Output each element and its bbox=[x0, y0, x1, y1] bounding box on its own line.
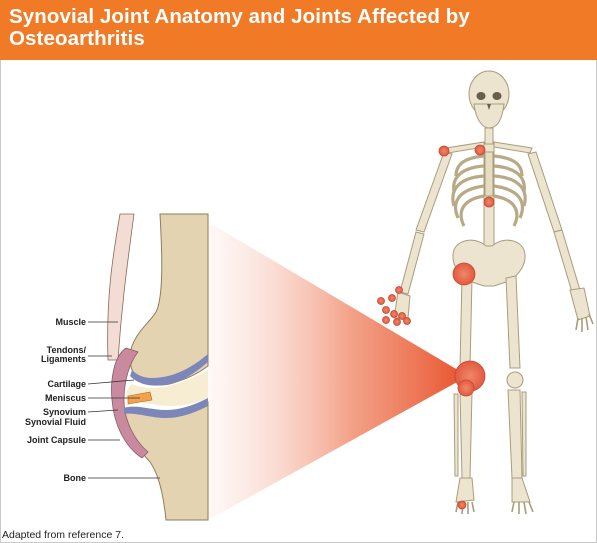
right-hand bbox=[570, 288, 590, 320]
label-muscle: Muscle bbox=[20, 317, 86, 327]
right-humerus bbox=[528, 152, 562, 232]
left-fibula bbox=[454, 394, 458, 476]
right-fibula bbox=[522, 392, 526, 476]
label-synovium: Synovium bbox=[20, 407, 86, 417]
affected-joint-hand-8 bbox=[394, 319, 401, 326]
label-synovial-fluid: Synovial Fluid bbox=[6, 417, 86, 427]
right-foot bbox=[512, 478, 530, 502]
sternum bbox=[485, 152, 493, 196]
right-forearm bbox=[554, 230, 580, 292]
affected-joint-neck bbox=[475, 145, 485, 155]
label-joint-capsule: Joint Capsule bbox=[6, 435, 86, 445]
affected-joint-knee-lower bbox=[458, 380, 474, 396]
affected-joint-hand-5 bbox=[391, 311, 398, 318]
affected-joint-hand-4 bbox=[383, 307, 390, 314]
toes bbox=[456, 502, 533, 514]
affected-joint-hand-1 bbox=[396, 287, 403, 294]
left-tibia bbox=[460, 392, 472, 478]
left-foot bbox=[456, 478, 474, 502]
affected-joint-hand-7 bbox=[383, 317, 390, 324]
left-forearm bbox=[400, 232, 424, 294]
affected-joint-hand-9 bbox=[404, 318, 411, 325]
affected-joint-spine bbox=[484, 197, 494, 207]
affected-joint-hand-2 bbox=[389, 295, 396, 302]
credit-note: Adapted from reference 7. bbox=[2, 529, 124, 541]
label-bone: Bone bbox=[20, 473, 86, 483]
right-femur bbox=[506, 276, 520, 368]
label-ligaments: Ligaments bbox=[20, 354, 86, 364]
right-clavicle bbox=[494, 142, 532, 153]
skeleton bbox=[394, 71, 593, 514]
label-cartilage: Cartilage bbox=[20, 379, 86, 389]
left-humerus bbox=[416, 152, 452, 232]
right-knee bbox=[507, 372, 523, 388]
affected-joint-shoulder bbox=[439, 146, 449, 156]
label-meniscus: Meniscus bbox=[20, 393, 86, 403]
left-femur bbox=[460, 276, 472, 368]
cervical-spine bbox=[485, 128, 493, 144]
joint-detail bbox=[88, 214, 208, 520]
magnification-cone bbox=[208, 222, 468, 520]
affected-joint-hand-3 bbox=[378, 298, 385, 305]
affected-joint-hip bbox=[453, 263, 475, 285]
affected-joint-foot bbox=[458, 501, 466, 509]
right-tibia bbox=[508, 390, 522, 478]
